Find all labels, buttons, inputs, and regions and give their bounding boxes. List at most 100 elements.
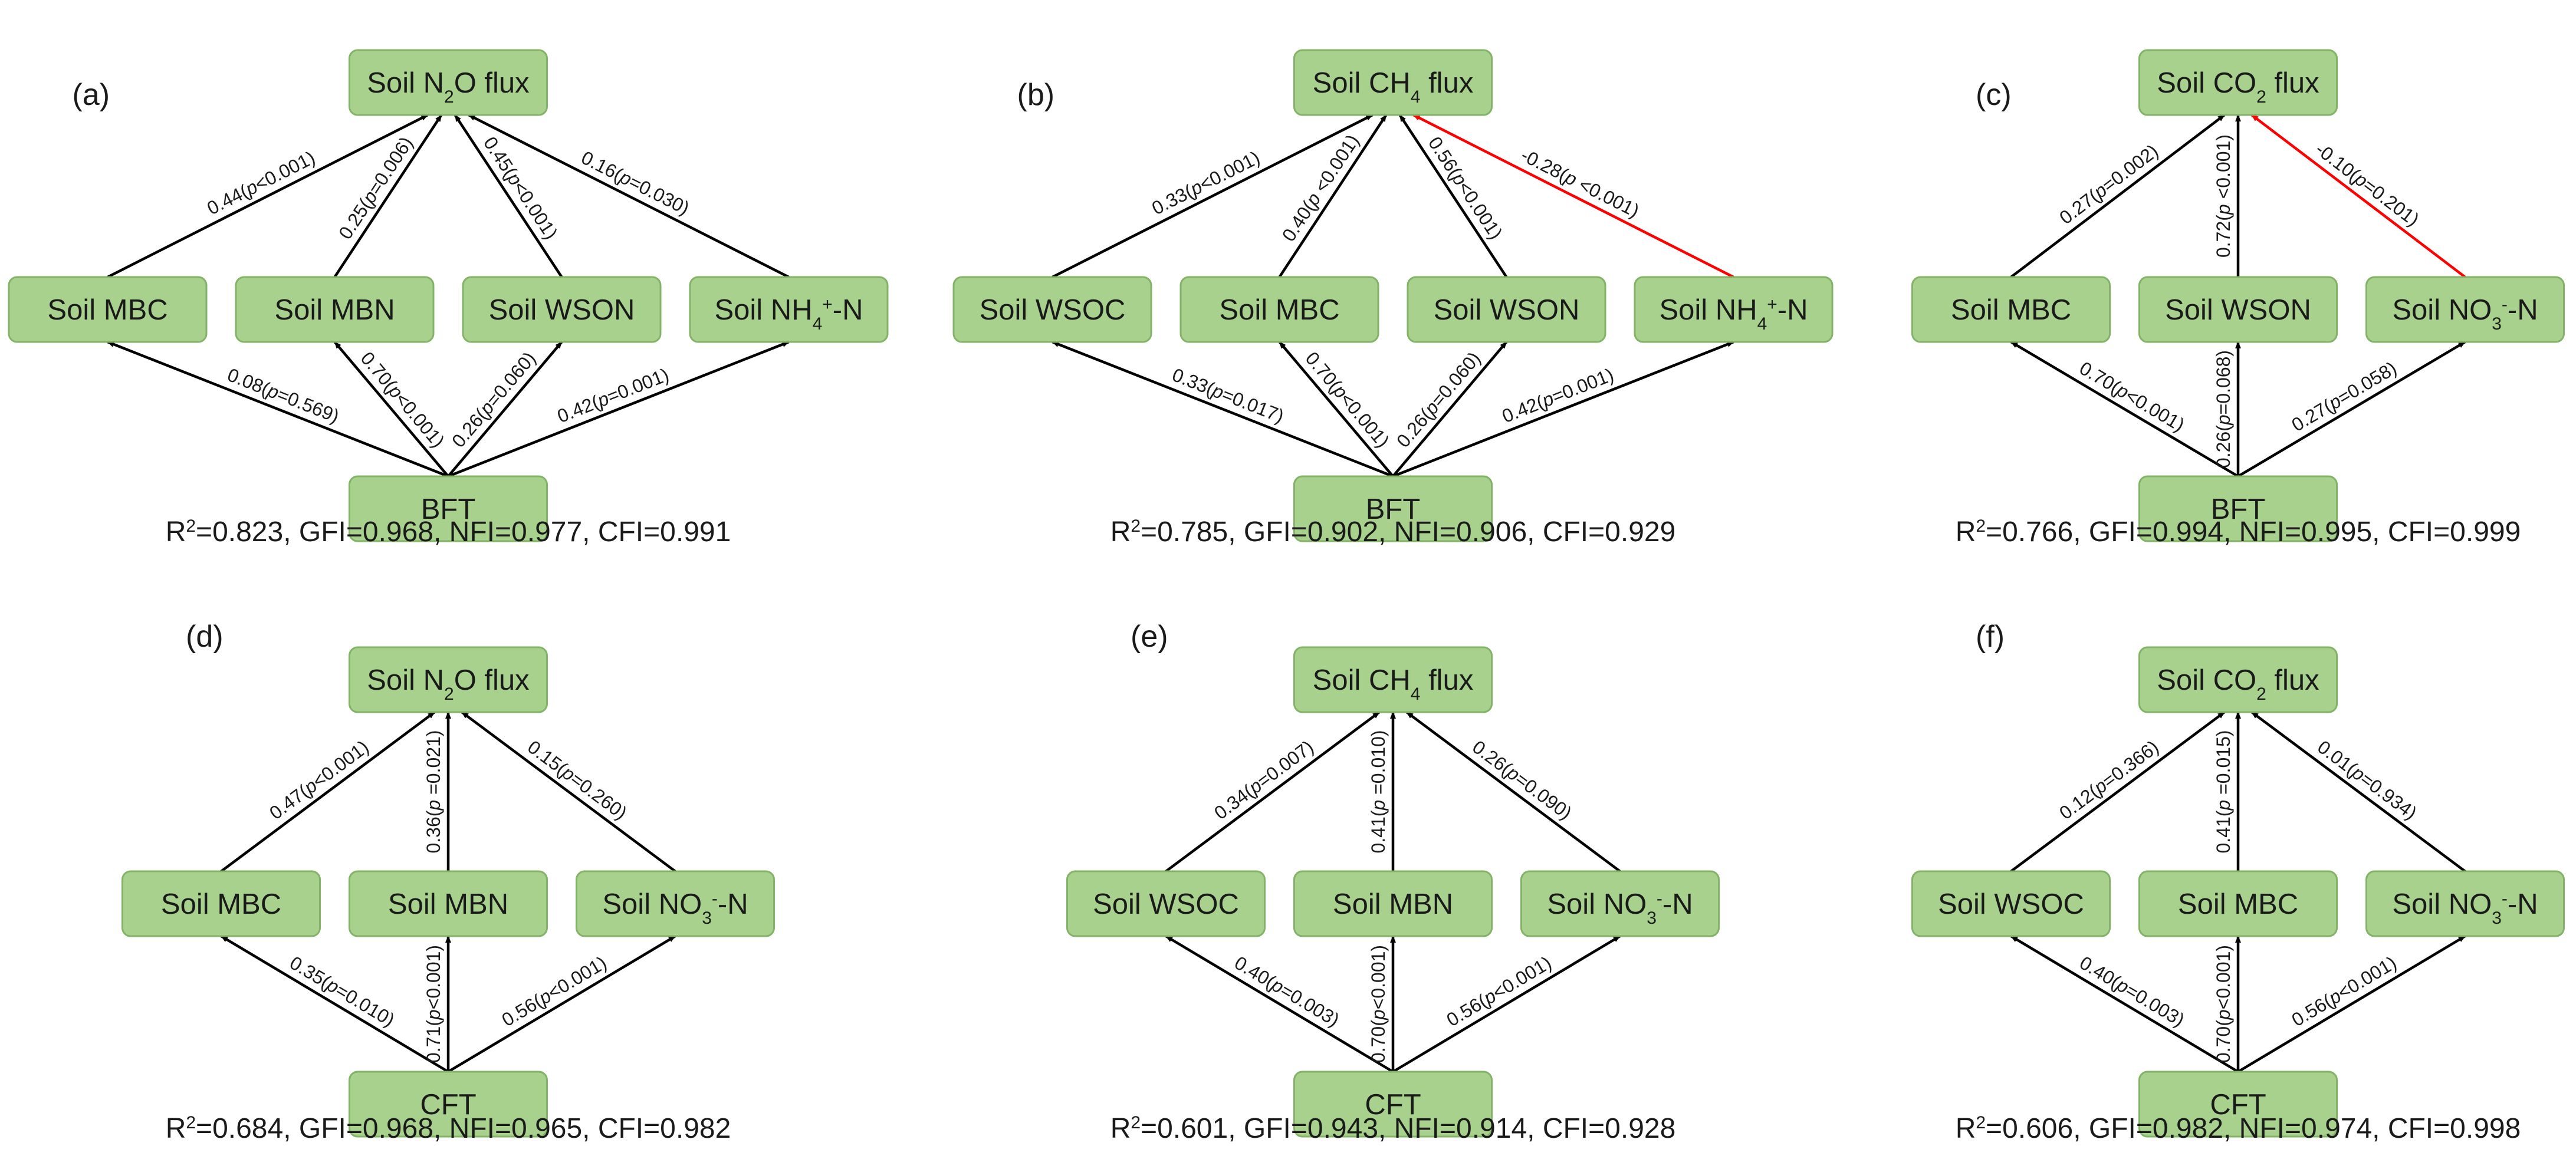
path-coefficient-label: 0.26(p=0.090) [1468, 736, 1576, 824]
text-segment: 2 [2256, 87, 2266, 107]
path-coefficient-label: 0.33(p<0.001) [1148, 147, 1263, 219]
text-segment: <0.001) [2213, 134, 2234, 204]
soil-variable-box: Soil WSON [462, 276, 662, 343]
text-segment: =0.606, GFI=0.982, NFI=0.974, CFI=0.998 [1986, 1113, 2521, 1144]
text-segment: Soil N [367, 664, 444, 696]
path-arrow-m3-to-t [1405, 711, 1621, 872]
box-label: Soil NO3--N [2392, 294, 2538, 334]
panel-e: (e)0.34(p=0.007)0.41(p =0.010)0.26(p=0.0… [1066, 620, 1720, 1145]
text-segment: R [1956, 1113, 1976, 1144]
text-segment: 2 [444, 684, 454, 704]
text-segment: BFT [2211, 493, 2266, 525]
text-segment: 0.41( [1368, 810, 1389, 853]
text-segment: Soil MBC [47, 294, 167, 326]
soil-variable-box: Soil MBC [121, 870, 321, 937]
panel-label: (a) [73, 78, 110, 112]
soil-variable-box: Soil NO3--N [576, 870, 775, 937]
text-segment: R [166, 1113, 186, 1144]
text-segment: 2 [2256, 684, 2266, 704]
path-coefficient-label: 0.56(p<0.001) [2288, 952, 2400, 1031]
path-coefficient-label: 0.56(p<0.001) [1424, 133, 1507, 243]
path-arrow-s-to-m1 [220, 935, 449, 1073]
box-background [1520, 870, 1720, 937]
text-segment: Soil WSOC [1938, 888, 2084, 920]
panel-f: (f)0.12(p=0.366)0.41(p =0.015)0.01(p=0.9… [1911, 620, 2565, 1144]
path-coefficient-label: 0.15(p=0.260) [524, 736, 631, 824]
text-segment: 0.71( [423, 1020, 444, 1063]
text-segment: Soil CH [1313, 67, 1411, 99]
path-coefficient-label: -0.28(p <0.001) [1517, 144, 1642, 221]
text-segment: Soil WSOC [980, 294, 1126, 326]
text-segment: BFT [1366, 493, 1421, 525]
box-background [1293, 49, 1493, 116]
box-label: Soil N2O flux [367, 664, 529, 704]
model-fit-statistics: R2=0.684, GFI=0.968, NFI=0.965, CFI=0.98… [166, 1113, 731, 1145]
path-coefficient-label: 0.01(p=0.934) [2314, 736, 2421, 824]
path-arrow-m3-to-t [461, 711, 676, 872]
path-arrow-s-to-m1 [2010, 935, 2239, 1073]
path-coefficient-label: 0.41(p =0.015) [2213, 730, 2234, 853]
text-segment: p [1368, 800, 1389, 811]
box-background [349, 870, 548, 937]
path-coefficient-label: 0.70(p<0.001) [1302, 348, 1394, 452]
box-background [349, 646, 548, 713]
box-label: Soil CO2 flux [2157, 664, 2319, 704]
box-background [2365, 276, 2565, 343]
text-segment: Soil MBC [2178, 888, 2298, 920]
text-segment: 3 [2492, 314, 2502, 334]
text-segment: flux [2266, 67, 2319, 99]
text-segment: Soil CH [1313, 664, 1411, 696]
box-background [689, 276, 889, 343]
path-arrow-s-to-m2 [333, 341, 449, 478]
path-arrow-m1-to-t [107, 113, 429, 279]
text-segment: 0.08( [225, 364, 272, 399]
path-arrow-s-to-m4 [1392, 340, 1734, 478]
box-label: BFT [2211, 493, 2266, 525]
box-label: Soil MBC [47, 294, 167, 326]
path-arrow-s-to-m3 [1392, 341, 1508, 478]
path-coefficient-label: 0.56(p<0.001) [1443, 952, 1555, 1031]
path-arrow-m3-to-t [2250, 114, 2466, 278]
text-segment: Soil NO [2392, 294, 2492, 326]
soil-variable-box: Soil NH4+-N [1634, 276, 1834, 343]
path-coefficient-label: 0.26(p=0.068) [2213, 350, 2234, 468]
text-segment: flux [2266, 664, 2319, 696]
path-arrow-s-to-m3 [1392, 935, 1621, 1073]
soil-variable-box: Soil WSOC [1066, 870, 1266, 937]
path-arrow-m1-to-t [2010, 711, 2226, 872]
text-segment: p [2213, 800, 2234, 811]
path-arrow-m3-to-t [2250, 711, 2466, 872]
box-label: Soil CH4 flux [1313, 664, 1474, 704]
box-background [1293, 1071, 1493, 1138]
path-coefficient-label: 0.26(p=0.060) [1392, 348, 1485, 452]
path-arrows: 0.33(p<0.001)0.40(p <0.001)0.56(p<0.001)… [1052, 113, 1734, 478]
box-label: Soil MBN [388, 888, 508, 920]
soil-variable-box: Soil MBC [8, 276, 208, 343]
model-fit-statistics: R2=0.601, GFI=0.943, NFI=0.914, CFI=0.92… [1110, 1113, 1676, 1145]
box-label: Soil WSON [1434, 294, 1580, 326]
path-coefficient-label: 0.47(p<0.001) [265, 736, 373, 824]
path-arrow-s-to-m3 [447, 935, 676, 1073]
path-coefficient-label: 0.45(p<0.001) [479, 133, 562, 243]
box-label: Soil WSOC [1093, 888, 1239, 920]
panel-label: (e) [1131, 620, 1168, 654]
text-segment: 0.70( [2213, 1020, 2234, 1063]
box-label: Soil N2O flux [367, 67, 529, 107]
soil-variable-box: Soil NO3--N [2365, 276, 2565, 343]
path-arrow-s-to-m2 [1278, 341, 1394, 478]
box-background [349, 49, 548, 116]
path-arrow-s-to-m1 [1165, 935, 1394, 1073]
text-segment: 2 [1976, 516, 1986, 536]
panel-label: (d) [186, 620, 224, 654]
path-coefficient-label: 0.44(p<0.001) [203, 147, 318, 219]
treatment-box: BFT [1293, 475, 1493, 542]
text-segment: p [1368, 1009, 1389, 1020]
text-segment: -N [833, 294, 863, 326]
path-arrow-m1-to-t [220, 711, 436, 872]
text-segment: Soil NO [602, 888, 702, 920]
text-segment: Soil WSOC [1093, 888, 1239, 920]
box-label: CFT [1365, 1089, 1421, 1121]
path-coefficient-label: 0.27(p=0.058) [2288, 357, 2400, 436]
text-segment: - [1657, 889, 1662, 908]
